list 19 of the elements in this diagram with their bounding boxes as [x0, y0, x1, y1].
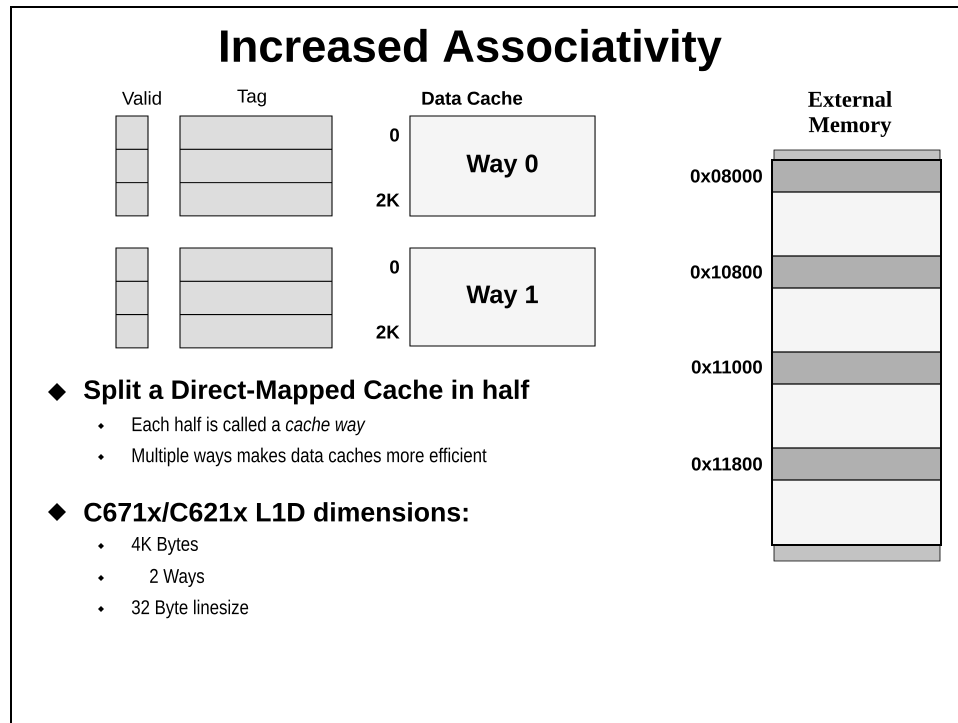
- column-header: Valid: [122, 91, 161, 105]
- address-label: 0x08000: [690, 169, 762, 183]
- cache-way-box: Way 1: [409, 247, 596, 347]
- column-header: Tag: [237, 90, 266, 106]
- memory-heading: External Memory: [808, 91, 892, 137]
- address-label: 0x11000: [692, 360, 762, 374]
- bullet-heading: C671x/C621x L1D dimensions:: [84, 502, 468, 522]
- title: Increased Associativity: [221, 28, 722, 72]
- cache-way-box: Way 0: [409, 115, 596, 217]
- bullet-text: 2 Ways: [150, 568, 204, 588]
- bullet-text: 32 Byte linesize: [132, 600, 248, 618]
- bullet-text: 4K Bytes: [132, 537, 198, 555]
- bullet-text: Each half is called a cache way: [132, 416, 366, 436]
- bullet-text: Multiple ways makes data caches more efficient: [132, 448, 487, 466]
- bullet-heading: Split a Direct-Mapped Cache in half: [84, 380, 530, 404]
- offset-label: 2K: [376, 193, 400, 206]
- address-label: 0x10800: [690, 265, 762, 279]
- address-label: 0x11800: [692, 457, 762, 471]
- offset-label: 0: [390, 260, 399, 274]
